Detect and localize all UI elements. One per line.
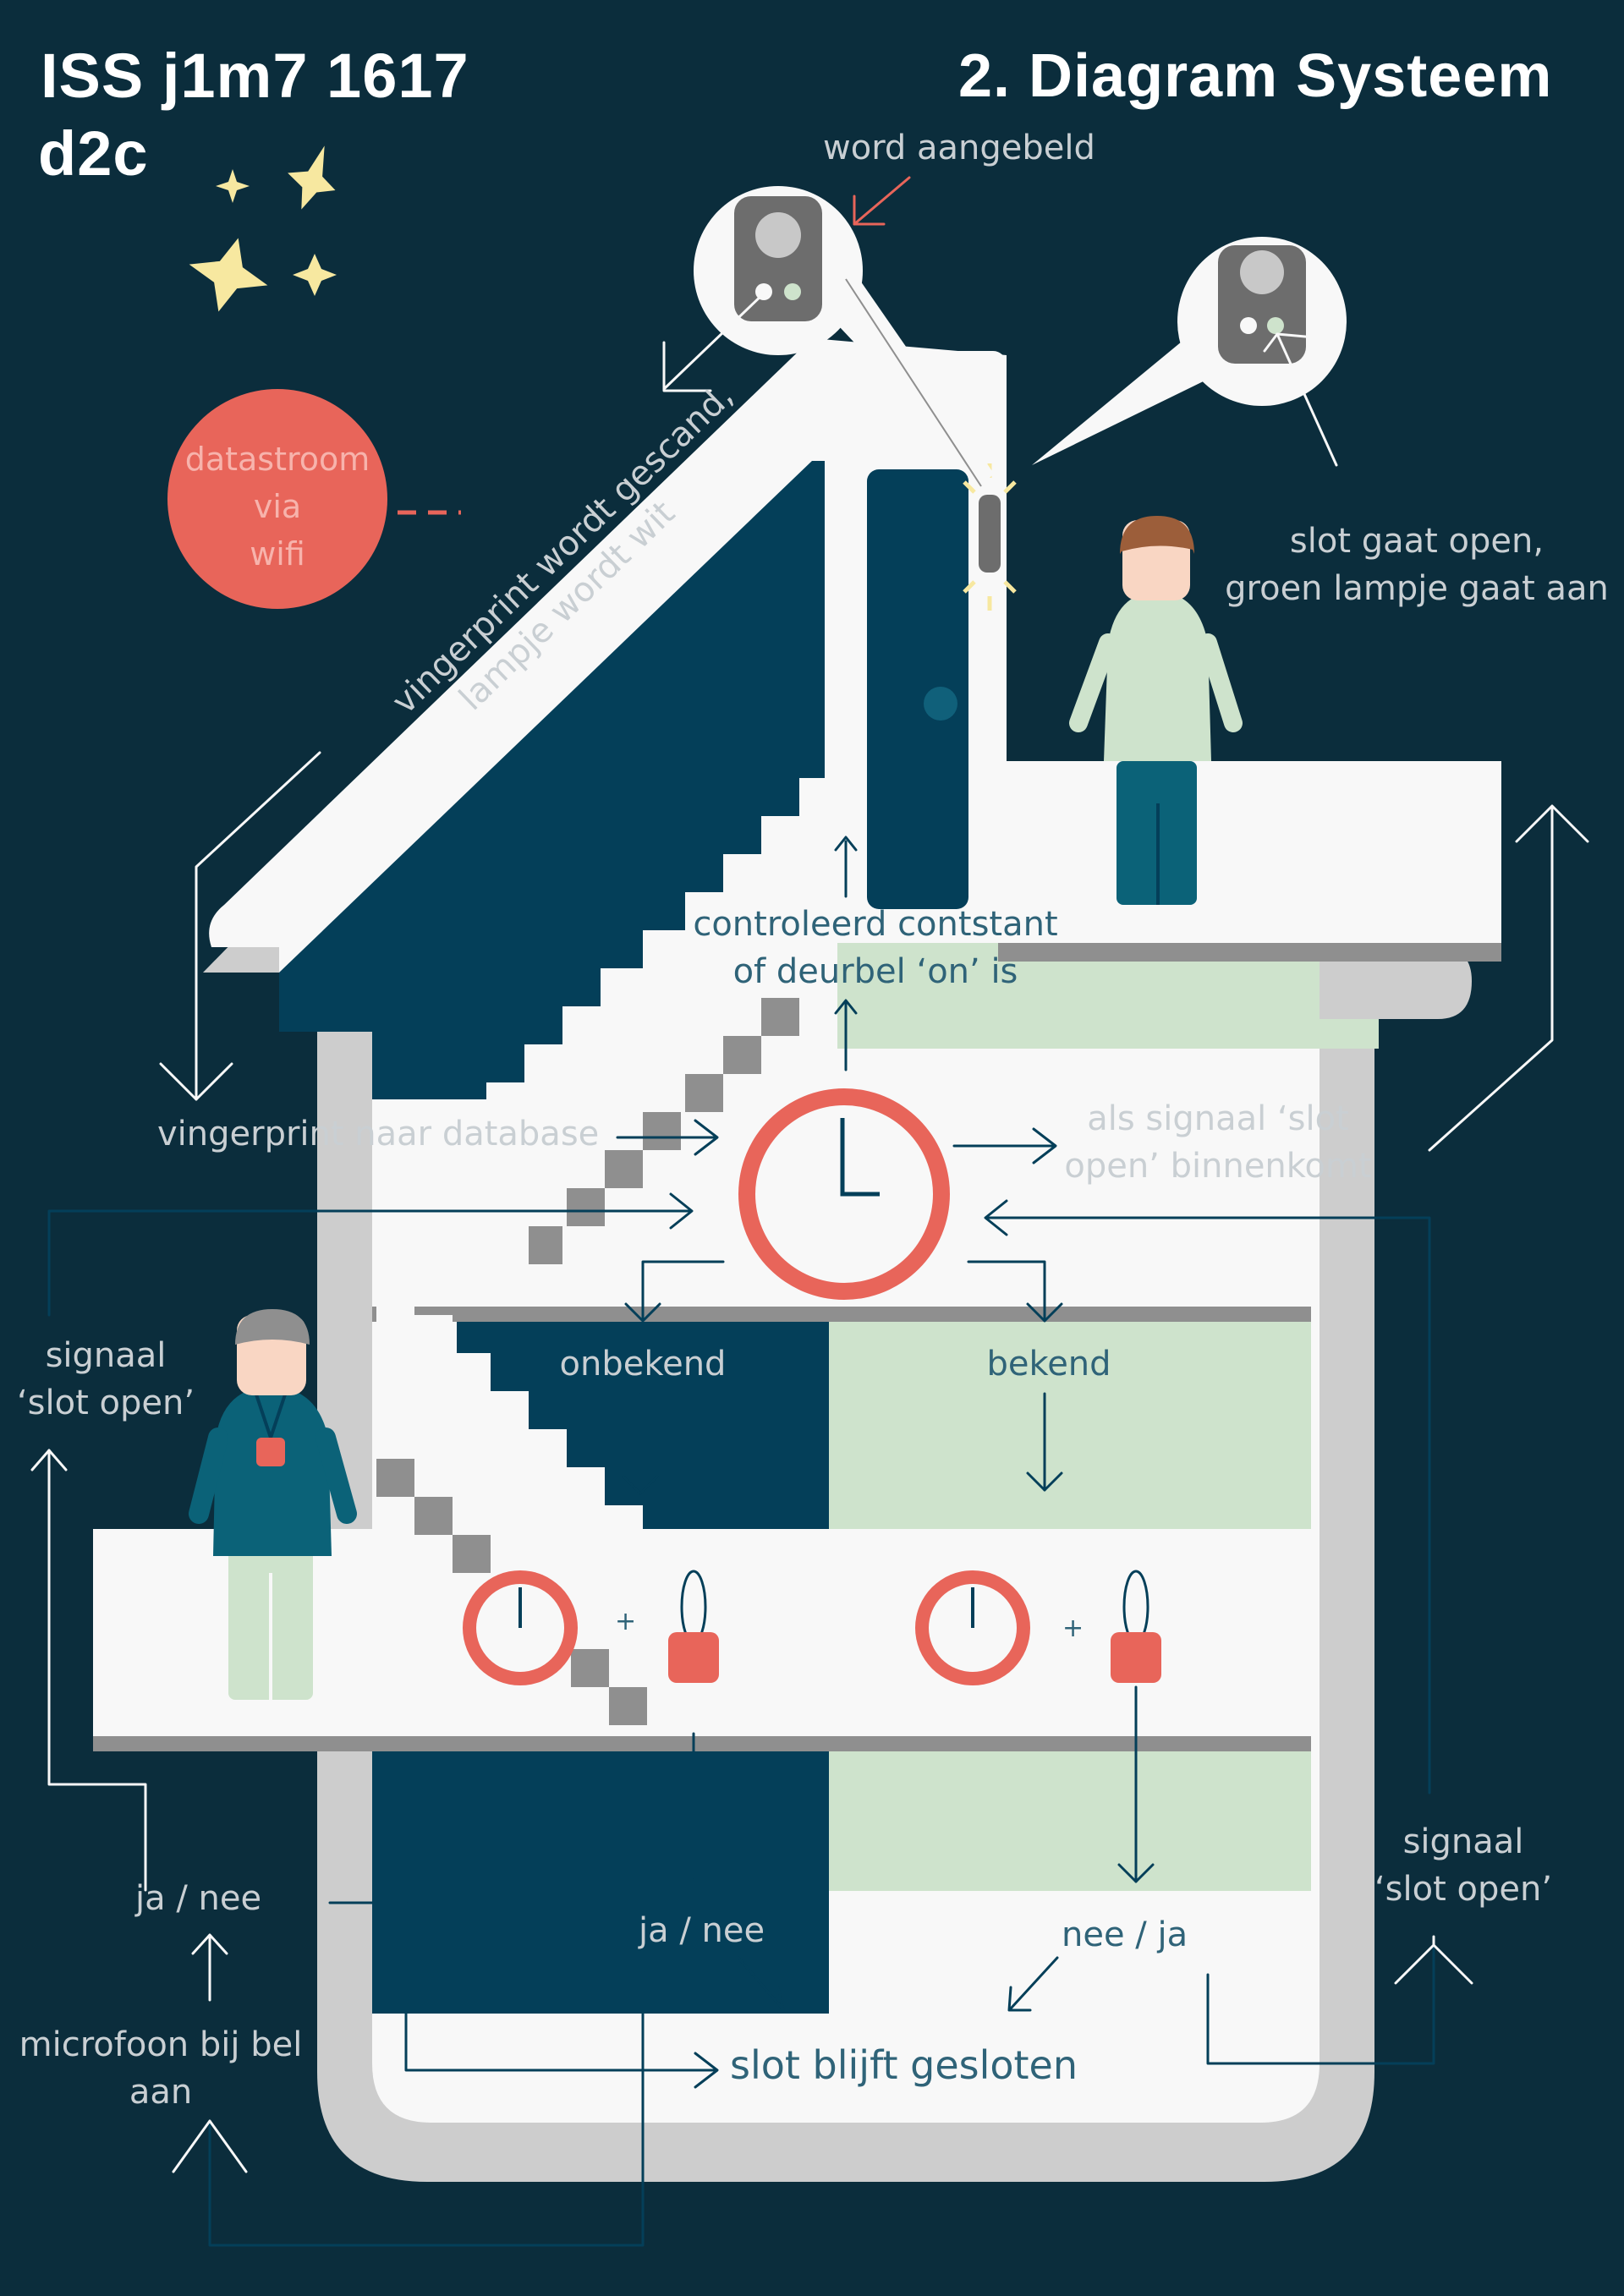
lock-opens-label: slot gaat open, groen lampje gaat aan (1225, 522, 1609, 608)
plus-sign-right: + (1062, 1614, 1084, 1643)
project-subtitle: d2c (38, 118, 149, 189)
star-icon (189, 238, 268, 312)
upper-balcony-shadow (998, 943, 1501, 962)
doorbell-zoom-green (1032, 237, 1347, 465)
signal-open-left-label: signaal ‘slot open’ (16, 1336, 195, 1422)
datastream-legend-label: datastroom via wifi (184, 441, 370, 573)
door-handle-icon (924, 687, 957, 721)
front-door[interactable] (867, 469, 968, 909)
resident-person (189, 1309, 357, 1700)
device-floor-shadow (93, 1736, 1311, 1751)
external-arrows (30, 804, 1589, 2173)
doorbell-called-label: word aangebeld (823, 129, 1095, 167)
checks-constantly-label: controleerd contstant of deurbel ‘on’ is (693, 905, 1058, 991)
yes-no-center-label: ja / nee (639, 1911, 765, 1950)
unknown-label: onbekend (559, 1345, 727, 1384)
star-icon (293, 254, 337, 296)
stars-decoration (189, 145, 337, 312)
internal-arrows (47, 836, 1435, 2247)
right-eave (1320, 947, 1472, 1019)
microphone-label: microfoon bij bel aan (19, 2025, 303, 2112)
basement-known-lower (829, 1891, 1311, 2014)
no-yes-right-label: nee / ja (1062, 1915, 1188, 1954)
upper-staircase (486, 778, 837, 1264)
signal-received-label: als signaal ‘slot open’ binnenkomt (1064, 1099, 1372, 1186)
signal-open-right-label: signaal ‘slot open’ (1374, 1822, 1553, 1909)
central-clock-hands (840, 1118, 880, 1197)
datastream-legend-circle (167, 389, 387, 609)
scan-arrow-icon (662, 290, 1338, 467)
star-icon (216, 169, 250, 203)
scan-down-arrow-icon (159, 751, 321, 1101)
plus-sign-left: + (615, 1607, 637, 1636)
fingerprint-to-database-label: vingerprint naar database (157, 1115, 600, 1153)
called-arrow-icon (853, 176, 911, 226)
upper-balcony (998, 761, 1501, 943)
lower-room-known (829, 1322, 1311, 1529)
doorbell-device-icon[interactable] (979, 495, 1001, 573)
known-label: bekend (986, 1345, 1111, 1384)
tag-icon-known (1111, 1570, 1161, 1683)
middle-floor-shadow (372, 1307, 1311, 1322)
diagram-title: 2. Diagram Systeem (958, 42, 1553, 110)
visitor-person (1069, 516, 1243, 905)
yes-no-left-label: ja / nee (135, 1879, 262, 1918)
lock-stays-closed-label: slot blijft gesloten (730, 2042, 1078, 2088)
project-title: ISS j1m7 1617 (41, 41, 469, 111)
tag-icon-unknown (668, 1570, 719, 1683)
badge-icon (256, 1438, 285, 1466)
basement-unknown (372, 1751, 829, 2014)
doorbell-zoom-white (694, 186, 994, 487)
star-icon (288, 145, 336, 210)
basement-known (829, 1751, 1311, 1891)
